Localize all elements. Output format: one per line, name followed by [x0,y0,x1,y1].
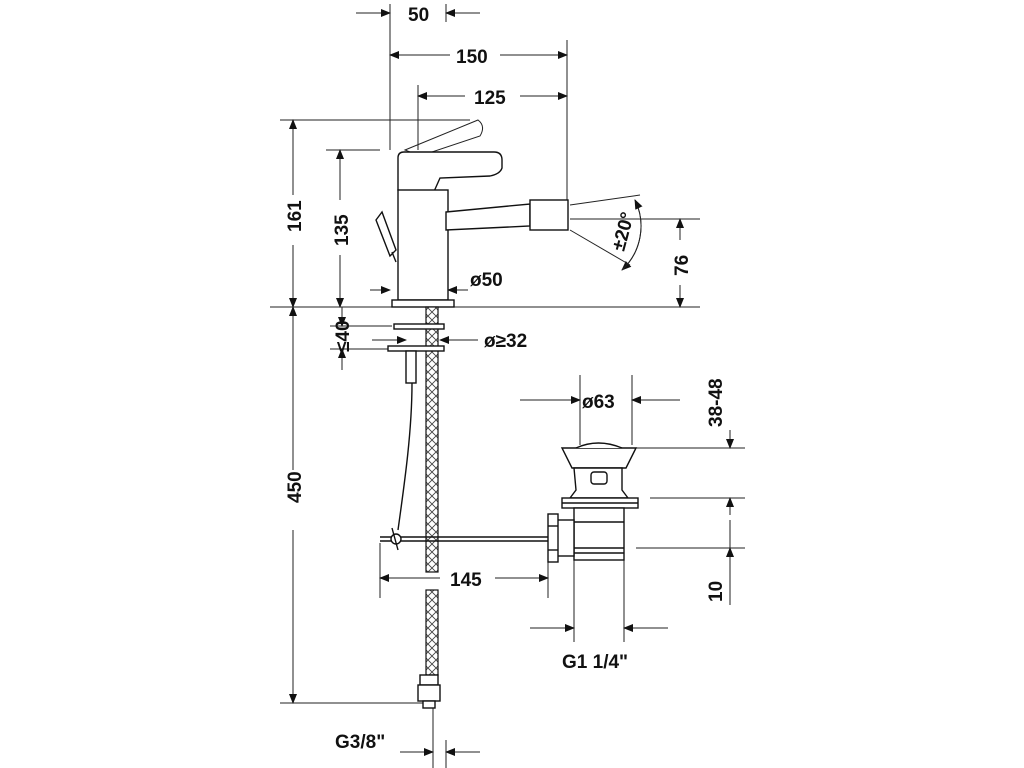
label-waste-thread: G1 1/4" [562,652,628,673]
label-waste-10: 10 [706,581,727,602]
dimension-lines [289,9,734,768]
waste-valve [547,442,639,563]
label-reach-125: 125 [474,88,506,109]
label-width-50: 50 [408,5,429,26]
label-rod-145: 145 [450,570,482,591]
label-width-150: 150 [456,47,488,68]
label-base-dia: ø50 [470,270,503,291]
extension-lines [270,4,745,768]
dimension-labels: 50 150 125 161 135 76 ±20° ø50 ø≥32 ≤40 … [285,5,727,753]
label-height-135: 135 [332,214,353,246]
label-waste-range: 38-48 [706,378,727,427]
label-deck-thickness: ≤40 [333,320,354,352]
label-hole-dia: ø≥32 [484,331,527,352]
label-waste-dia: ø63 [582,392,615,413]
mixer-body [375,119,569,308]
mounting-and-hose [380,306,550,709]
label-hose-thread: G3/8" [335,732,385,753]
label-spout-76: 76 [672,255,693,276]
label-angle: ±20° [609,210,639,253]
label-height-161: 161 [285,200,306,232]
label-hose-450: 450 [285,471,306,503]
